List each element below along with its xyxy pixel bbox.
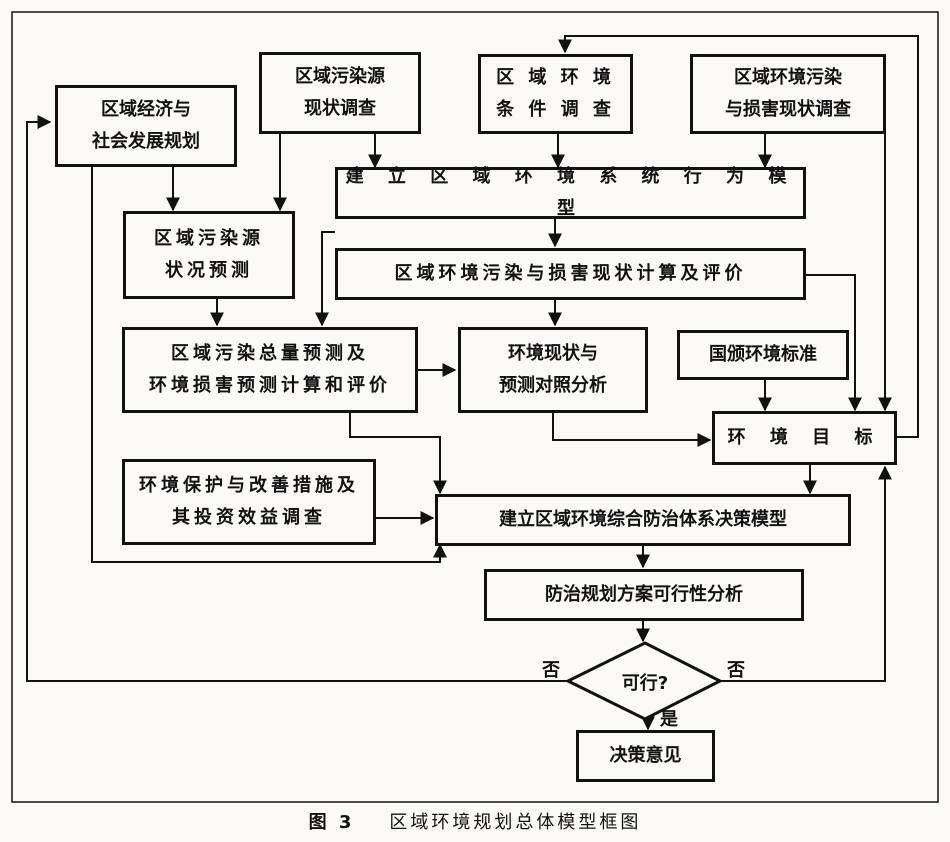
edge-econ-decision xyxy=(91,167,447,563)
node-national-standard: 国颁环境标准 xyxy=(677,330,849,380)
node-decision-opinion: 决策意见 xyxy=(576,730,715,782)
node-feasibility-analysis: 防治规划方案可行性分析 xyxy=(484,569,804,621)
node-env-target: 环 境 目 标 xyxy=(712,411,897,465)
node-current-eval: 区域环境污染与损害现状计算及评价 xyxy=(335,248,806,300)
edge-total-decision xyxy=(349,413,447,495)
node-env-condition: 区 域 环 境 条 件 调 查 xyxy=(478,54,633,134)
edge-no-right xyxy=(720,465,892,682)
node-econ-plan: 区域经济与 社会发展规划 xyxy=(55,85,237,167)
edge-no-left xyxy=(26,115,568,682)
edge-model-total xyxy=(315,231,335,327)
edge-label-no-left: 否 xyxy=(542,660,560,681)
edge-compare-target xyxy=(552,413,712,447)
outer-frame xyxy=(11,11,939,803)
node-source-forecast: 区域污染源 状况预测 xyxy=(123,211,295,299)
feasible-diamond-shape xyxy=(564,641,724,721)
node-decision-model: 建立区域环境综合防治体系决策模型 xyxy=(435,494,851,546)
edge-label-no-right: 否 xyxy=(727,660,745,681)
figure-number: 图 3 xyxy=(308,812,355,833)
edge-loop-envcond xyxy=(558,35,919,438)
figure-title: 区域环境规划总体模型框图 xyxy=(389,812,642,833)
node-system-model: 建 立 区 域 环 境 系 统 行 为 模 型 xyxy=(335,166,806,219)
node-damage-survey: 区域环境污染 与损害现状调查 xyxy=(690,54,886,134)
node-source-survey: 区域污染源 现状调查 xyxy=(259,52,421,134)
figure-caption: 图 3 区域环境规划总体模型框图 xyxy=(0,808,950,834)
edge-label-yes: 是 xyxy=(660,709,678,730)
node-feasible-question: 可行? xyxy=(621,673,669,694)
node-measures-survey: 环境保护与改善措施及 其投资效益调查 xyxy=(122,459,376,545)
node-total-forecast: 区域污染总量预测及 环境损害预测计算和评价 xyxy=(122,327,418,413)
node-compare-analysis: 环境现状与 预测对照分析 xyxy=(458,327,648,413)
edge-eval-target xyxy=(805,274,862,412)
